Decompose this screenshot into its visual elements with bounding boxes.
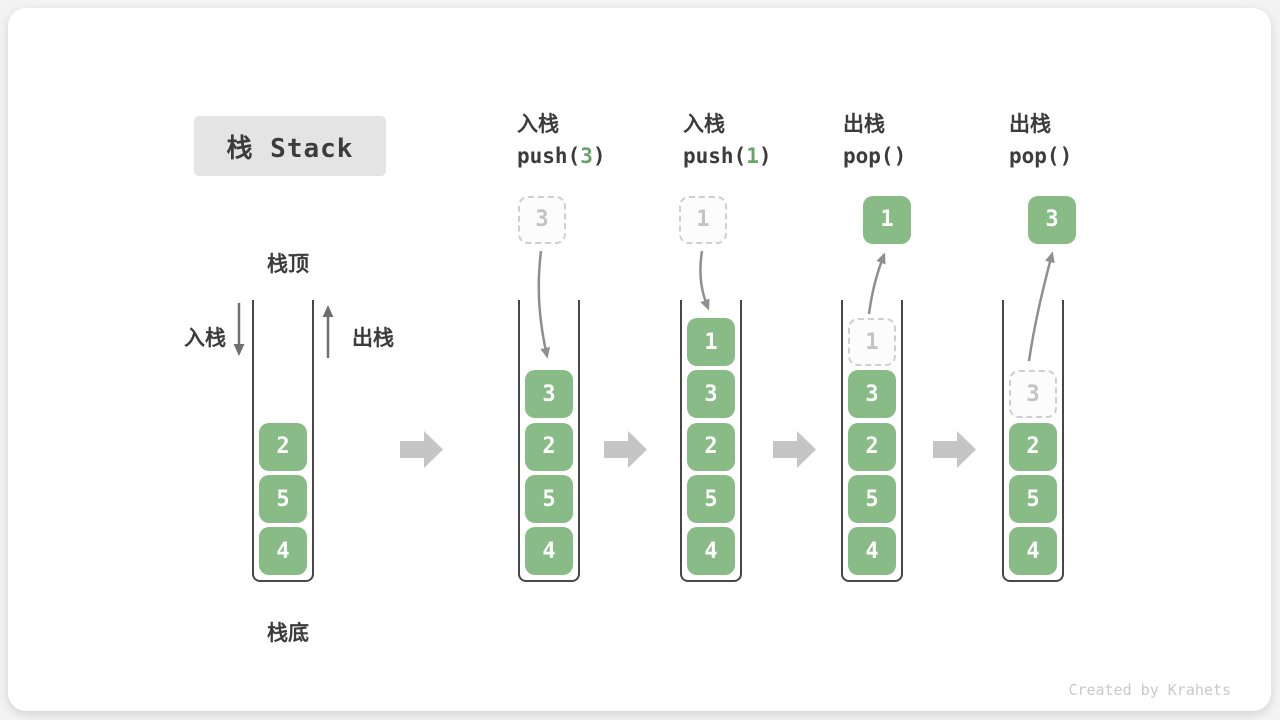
stack-cell: 2 — [1009, 422, 1057, 471]
transition-arrow-icon — [773, 431, 816, 468]
operation-code-pre: push( — [517, 144, 581, 168]
stack-cell: 3 — [848, 370, 896, 418]
stack-cell: 3 — [687, 370, 735, 418]
operation-code: push(3) — [517, 144, 647, 168]
operation-code: pop() — [843, 144, 973, 168]
operation-label: 入栈 push(1) — [683, 111, 813, 168]
stack-cell: 5 — [259, 475, 307, 523]
stack-cell: 4 — [525, 527, 573, 575]
floating-cell: 3 — [1028, 195, 1076, 244]
stack-bottom-label: 栈底 — [267, 621, 309, 645]
stack-container — [252, 300, 314, 582]
operation-code: push(1) — [683, 144, 813, 168]
stack-cell: 3 — [525, 370, 573, 418]
stack-cell: 4 — [1009, 527, 1057, 575]
operation-label: 入栈 push(3) — [517, 111, 647, 168]
operation-label-cn: 出栈 — [1009, 112, 1051, 136]
stack-top-label: 栈顶 — [267, 252, 309, 276]
stack-cell: 5 — [687, 475, 735, 523]
stack-cell: 4 — [848, 527, 896, 575]
operation-code-arg: 1 — [746, 144, 759, 168]
pop-side-label: 出栈 — [352, 326, 394, 350]
transition-arrow-icon — [604, 431, 647, 468]
operation-code-pre: push( — [683, 144, 747, 168]
floating-cell: 3 — [518, 195, 566, 244]
operation-code-arg: 3 — [580, 144, 593, 168]
operation-code-pre: pop() — [843, 144, 907, 168]
operation-label-cn: 入栈 — [683, 112, 725, 136]
stack-cell: 5 — [525, 475, 573, 523]
stack-cell: 1 — [687, 318, 735, 366]
operation-label-cn: 出栈 — [843, 112, 885, 136]
floating-cell: 1 — [863, 195, 911, 244]
stack-cell: 4 — [687, 527, 735, 575]
stack-container — [1002, 300, 1064, 582]
title-text: 栈 Stack — [226, 133, 354, 164]
floating-cell: 1 — [679, 195, 727, 244]
stack-cell: 5 — [1009, 475, 1057, 523]
stack-cell: 2 — [525, 422, 573, 471]
stack-cell: 2 — [259, 422, 307, 471]
stack-cell: 4 — [259, 527, 307, 575]
operation-code-pre: pop() — [1009, 144, 1073, 168]
stack-container — [841, 300, 903, 582]
transition-arrow-icon — [400, 431, 443, 468]
stack-container — [518, 300, 580, 582]
operation-label: 出栈 pop() — [843, 111, 973, 168]
operation-code: pop() — [1009, 144, 1139, 168]
stack-cell: 2 — [687, 422, 735, 471]
stack-cell: 1 — [848, 318, 896, 366]
watermark: Created by Krahets — [1068, 681, 1231, 699]
operation-label-cn: 入栈 — [517, 112, 559, 136]
stack-cell: 2 — [848, 422, 896, 471]
operation-code-post: ) — [592, 144, 606, 168]
stack-cell: 5 — [848, 475, 896, 523]
stack-cell: 3 — [1009, 370, 1057, 418]
transition-arrow-icon — [933, 431, 976, 468]
stack-container — [680, 300, 742, 582]
title-badge: 栈 Stack — [194, 116, 386, 176]
push-side-label: 入栈 — [184, 326, 226, 350]
operation-code-post: ) — [758, 144, 772, 168]
operation-label: 出栈 pop() — [1009, 111, 1139, 168]
